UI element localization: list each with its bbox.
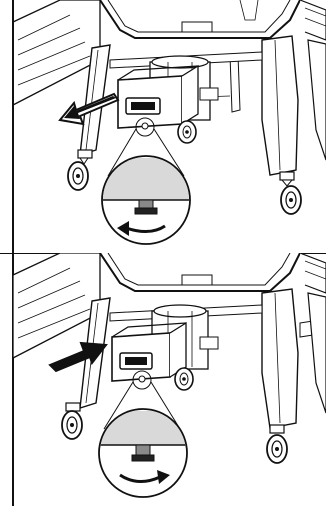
panel-pull-out: [0, 0, 326, 253]
panel-push-in: [0, 253, 326, 506]
detail-magnifier: [97, 409, 189, 497]
caster-right: [280, 172, 301, 214]
caster-left: [68, 150, 92, 190]
caster-right: [267, 425, 287, 463]
caster-left: [62, 403, 82, 439]
push-in-illustration: [0, 253, 326, 506]
grease-drawer: [112, 323, 186, 382]
caster-mid: [178, 121, 196, 143]
drawer-handle-slot: [131, 102, 155, 110]
pull-out-illustration: [0, 0, 326, 253]
grill-body: [100, 0, 326, 40]
drawer-handle-slot: [125, 357, 147, 365]
caster-mid: [175, 368, 193, 390]
